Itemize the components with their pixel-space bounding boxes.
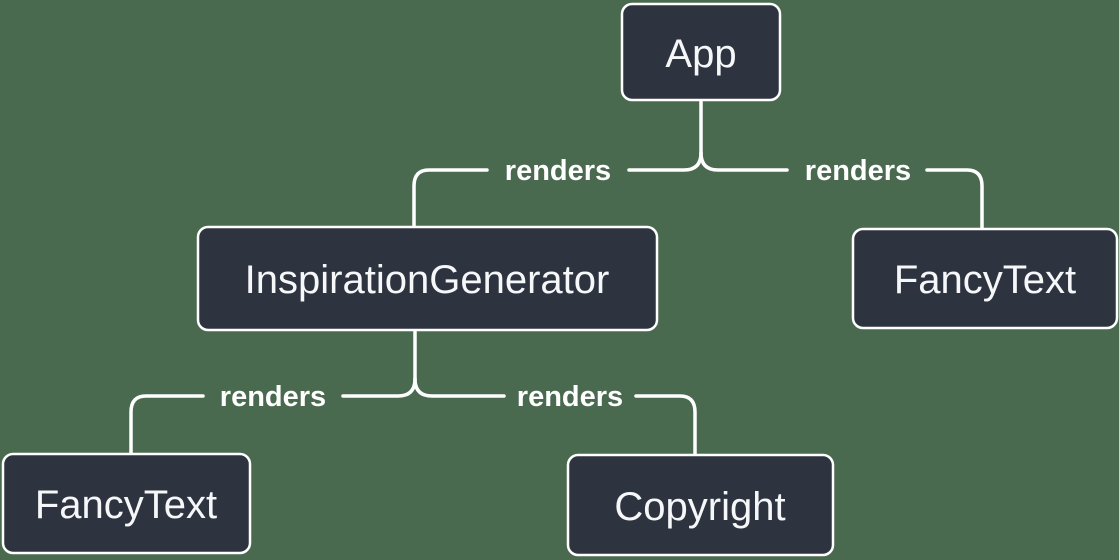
edge-app-inspirationgenerator-down-part — [412, 168, 489, 229]
edge-label-renders-app-fancytext: renders — [805, 155, 911, 187]
node-copyright-box — [566, 453, 835, 557]
node-copyright: Copyright — [566, 453, 835, 557]
node-inspiration-generator-box — [196, 225, 659, 332]
node-app: App — [620, 2, 782, 102]
edge-label-renders-app-inspirationgenerator: renders — [505, 155, 611, 187]
edge-app-inspirationgenerator-right-part — [627, 151, 703, 172]
node-inspiration-generator-label: InspirationGenerator — [245, 258, 610, 302]
node-fancy-text-right-label: FancyText — [894, 258, 1076, 302]
edge-ig-fancytext-down-part — [129, 394, 205, 456]
edge-label-renders-ig-fancytext: renders — [220, 381, 326, 413]
node-inspiration-generator: InspirationGenerator — [196, 225, 659, 332]
edge-app-fancytext-left-part — [699, 151, 789, 172]
edge-app-children — [412, 98, 984, 231]
node-fancy-text-left: FancyText — [1, 452, 252, 555]
node-fancy-text-left-box — [1, 452, 252, 555]
edge-ig-fancytext-right-part — [341, 377, 417, 398]
node-copyright-label: Copyright — [614, 485, 785, 529]
node-fancy-text-right: FancyText — [851, 227, 1119, 330]
node-app-box — [620, 2, 782, 102]
edge-app-fancytext-down-part — [925, 168, 984, 231]
node-fancy-text-left-label: FancyText — [35, 483, 217, 527]
edge-label-renders-ig-copyright: renders — [517, 381, 623, 413]
edge-ig-copyright-left-part — [413, 377, 506, 398]
edge-inspirationgenerator-children — [129, 328, 697, 457]
node-fancy-text-right-box — [851, 227, 1119, 330]
edge-ig-copyright-down-part — [634, 394, 697, 457]
node-app-label: App — [665, 32, 736, 76]
